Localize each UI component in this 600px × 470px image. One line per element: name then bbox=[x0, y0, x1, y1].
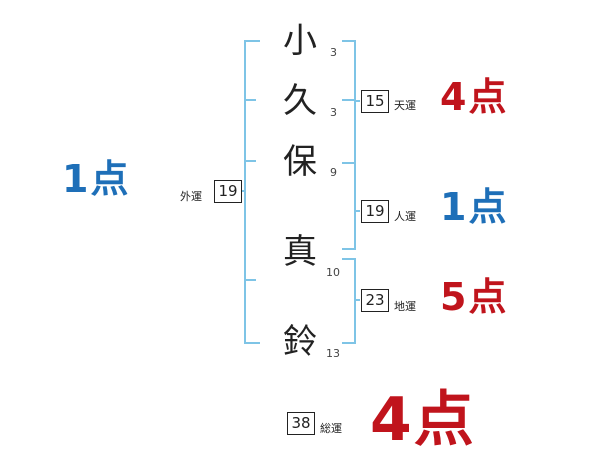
name-char-2: 久 bbox=[283, 81, 317, 121]
gaiun-bracket bbox=[244, 40, 260, 344]
gaiun-bracket-tick-1 bbox=[244, 99, 256, 101]
stroke-count-2: 3 bbox=[330, 106, 337, 119]
chiun-score: 5点 bbox=[440, 275, 509, 319]
jinun-score: 1点 bbox=[440, 185, 509, 229]
jinun-label: 人運 bbox=[394, 210, 416, 223]
name-char-3: 保 bbox=[283, 142, 317, 182]
jinun-bracket bbox=[342, 160, 356, 250]
chiun-value: 23 bbox=[361, 289, 389, 312]
gaiun-bracket-tick-3 bbox=[244, 279, 256, 281]
jinun-connector bbox=[354, 210, 360, 212]
chiun-bracket bbox=[342, 258, 356, 344]
name-char-5: 鈴 bbox=[283, 322, 317, 362]
tenun-bracket bbox=[342, 40, 356, 164]
name-char-1: 小 bbox=[283, 21, 317, 61]
tenun-label: 天運 bbox=[394, 99, 416, 112]
souun-value: 38 bbox=[287, 412, 315, 435]
gaiun-bracket-tick-2 bbox=[244, 160, 256, 162]
stroke-count-3: 9 bbox=[330, 166, 337, 179]
stroke-count-5: 13 bbox=[326, 347, 340, 360]
souun-label: 総運 bbox=[320, 422, 342, 435]
chiun-connector bbox=[354, 299, 360, 301]
jinun-value: 19 bbox=[361, 200, 389, 223]
stroke-count-4: 10 bbox=[326, 266, 340, 279]
chiun-label: 地運 bbox=[394, 300, 416, 313]
tenun-connector bbox=[354, 100, 360, 102]
souun-score: 4点 bbox=[370, 385, 476, 455]
gaiun-label: 外運 bbox=[180, 190, 202, 203]
tenun-bracket-mid bbox=[342, 99, 354, 101]
tenun-score: 4点 bbox=[440, 75, 509, 119]
stroke-count-1: 3 bbox=[330, 46, 337, 59]
gaiun-value: 19 bbox=[214, 180, 242, 203]
gaiun-score: 1点 bbox=[62, 157, 131, 201]
tenun-value: 15 bbox=[361, 90, 389, 113]
name-char-4: 真 bbox=[283, 232, 317, 272]
